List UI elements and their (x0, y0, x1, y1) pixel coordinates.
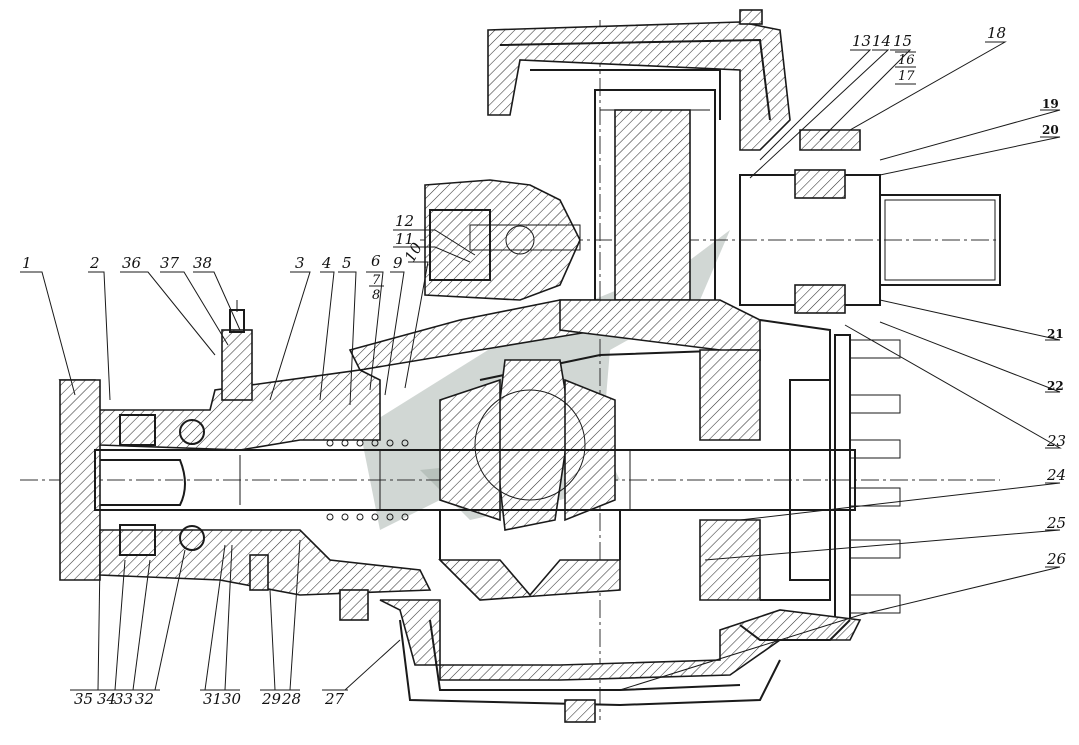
callout-14: 14 (872, 32, 891, 50)
bottom-gear-case (249, 510, 621, 621)
differential-gears (439, 359, 616, 531)
brake-assembly (424, 179, 581, 301)
callout-26: 26 (1046, 550, 1067, 568)
callout-34: 34 (97, 690, 116, 708)
callout-20: 20 (1042, 123, 1059, 137)
callout-labels: 1 2 36 37 38 3 4 5 6 7 8 9 10 12 11 13 1… (22, 24, 1067, 708)
callout-29: 29 (261, 690, 282, 708)
callout-2: 2 (89, 254, 100, 272)
callout-37: 37 (160, 254, 180, 272)
callout-6: 6 (371, 252, 381, 270)
callout-1: 1 (22, 254, 32, 272)
lower-housing (379, 599, 862, 723)
callout-27: 27 (324, 690, 345, 708)
valve-assembly (221, 300, 253, 401)
spur-gear (594, 89, 716, 321)
callout-15: 15 (893, 32, 912, 50)
input-shaft (94, 449, 856, 511)
callout-16: 16 (898, 53, 915, 68)
callout-24: 24 (1046, 466, 1066, 484)
callout-25: 25 (1046, 514, 1066, 532)
callout-11: 11 (395, 230, 414, 248)
bevel-gear-housing (348, 299, 761, 381)
callout-28: 28 (281, 690, 301, 708)
callout-3: 3 (295, 254, 305, 272)
callout-7: 7 (372, 273, 381, 288)
callout-8: 8 (372, 288, 380, 303)
callout-30: 30 (222, 690, 242, 708)
callout-31: 31 (203, 690, 222, 708)
output-shaft (739, 129, 1001, 314)
callout-21: 21 (1047, 327, 1064, 341)
callout-35: 35 (74, 690, 93, 708)
callout-22: 22 (1047, 379, 1064, 393)
callout-23: 23 (1046, 432, 1066, 450)
callout-5: 5 (342, 254, 352, 272)
callout-33: 33 (114, 690, 133, 708)
callout-12: 12 (395, 212, 414, 230)
callout-19: 19 (1042, 97, 1059, 111)
upper-housing (487, 9, 791, 151)
callout-17: 17 (898, 69, 915, 84)
callout-32: 32 (135, 690, 154, 708)
callout-38: 38 (193, 254, 212, 272)
callout-4: 4 (321, 254, 332, 272)
leader-lines (20, 41, 1062, 691)
right-bearings (699, 319, 831, 601)
callout-13: 13 (852, 32, 871, 50)
callout-9: 9 (393, 254, 403, 272)
clutch-springs (326, 439, 409, 521)
callout-18: 18 (987, 24, 1006, 42)
callout-36: 36 (122, 254, 142, 272)
